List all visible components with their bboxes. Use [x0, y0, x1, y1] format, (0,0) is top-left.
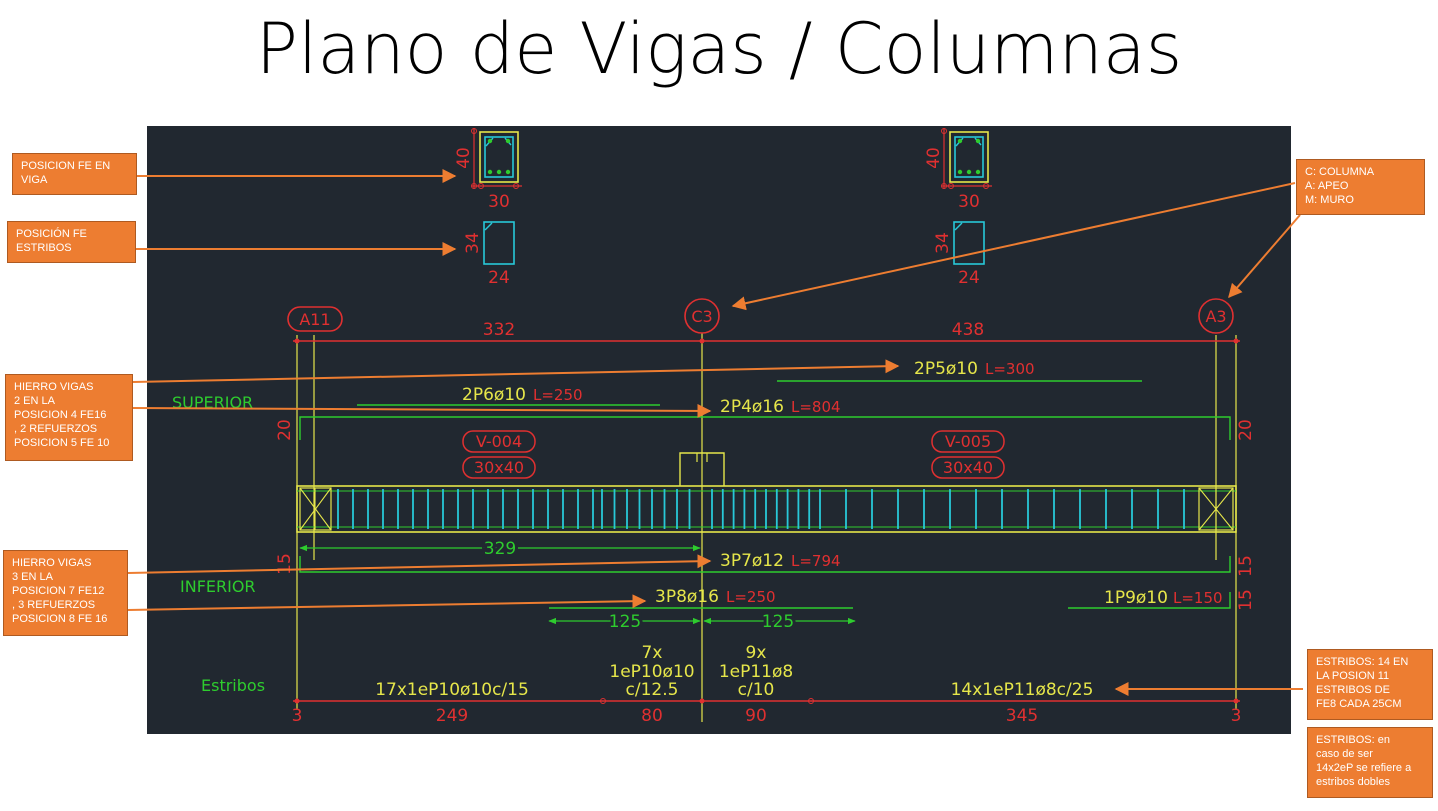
- stirrups-left: 17x1eP10ø10c/15: [375, 680, 529, 700]
- note-posicion-fe-viga: POSICION FE EN VIGA: [12, 153, 137, 195]
- arrow-p8: [127, 594, 647, 611]
- section-right-height: 40: [924, 147, 944, 169]
- dim-329: 329: [484, 539, 516, 559]
- label-superior: SUPERIOR: [172, 393, 253, 412]
- hook-p9: 15: [1236, 589, 1256, 611]
- arrow-p7: [127, 554, 712, 574]
- support-a3-label: A3: [1205, 307, 1226, 326]
- stirrups-center-left-type: 1eP10ø10: [609, 662, 694, 682]
- beam-right-size: 30x40: [943, 458, 993, 477]
- bottom-dim-right-edge: 3: [1231, 706, 1242, 726]
- beam-elevation: [296, 452, 1237, 533]
- support-a11-label: A11: [299, 310, 330, 329]
- note-columna-apeo-muro: C: COLUMNA A: APEO M: MURO: [1296, 159, 1425, 215]
- dim-125-left: 125: [609, 612, 641, 632]
- arrow-p4: [132, 403, 712, 418]
- bar-p8-name: 3P8ø16: [655, 587, 719, 607]
- bar-p6-name: 2P6ø10: [462, 385, 526, 405]
- bar-p9-length: L=150: [1173, 589, 1223, 607]
- bar-p7-length: L=794: [791, 552, 841, 570]
- section-left: 40 30 34 24: [454, 128, 522, 288]
- arrow-apeo: [1228, 214, 1301, 299]
- top-dimension: 332 438: [293, 320, 1240, 344]
- bar-p5-name: 2P5ø10: [914, 359, 978, 379]
- label-estribos: Estribos: [201, 676, 265, 695]
- bar-p5-length: L=300: [985, 360, 1035, 378]
- beam-right-tags: V-005 30x40: [931, 430, 1005, 479]
- bar-p9-name: 1P9ø10: [1104, 588, 1168, 608]
- stirrup-notation: Estribos 17x1eP10ø10c/15 7x 1eP10ø10 c/1…: [201, 643, 1241, 726]
- section-right-width: 30: [958, 192, 980, 212]
- cad-drawing-area: [147, 126, 1291, 734]
- bar-p7-name: 3P7ø12: [720, 551, 784, 571]
- span-left: 332: [483, 320, 515, 340]
- top-reinforcement: 2P5ø10 L=300 2P6ø10 L=250 SUPERIOR 2P4ø1…: [172, 359, 1256, 441]
- note-estribos-14: ESTRIBOS: 14 EN LA POSION 11 ESTRIBOS DE…: [1307, 649, 1433, 720]
- bar-p6-length: L=250: [533, 386, 583, 404]
- beam-left-tags: V-004 30x40: [462, 430, 536, 479]
- stirrups-center-right-count: 9x: [746, 643, 767, 663]
- hook-top-left: 20: [275, 419, 295, 441]
- stirrup-right-width: 24: [958, 268, 980, 288]
- support-a3: A3: [1198, 298, 1234, 334]
- stirrups-center-right-type: 1eP11ø8: [719, 662, 793, 682]
- stirrups-center-right-spacing: c/10: [738, 680, 775, 700]
- stirrups-right: 14x1eP11ø8c/25: [951, 680, 1094, 700]
- beam-right-name: V-005: [945, 432, 991, 451]
- hook-bottom-right: 15: [1236, 555, 1256, 577]
- label-inferior: INFERIOR: [180, 577, 256, 596]
- beam-left-name: V-004: [476, 432, 522, 451]
- arrow-p5: [132, 359, 900, 383]
- stirrup-lines: [337, 489, 1185, 529]
- hook-top-right: 20: [1236, 419, 1256, 441]
- note-estribos-dobles: ESTRIBOS: en caso de ser 14x2eP se refie…: [1307, 727, 1433, 798]
- section-right: 40 30 34 24: [924, 128, 992, 288]
- hook-bottom-left: 15: [275, 553, 295, 575]
- note-posicion-fe-estribos: POSICIÓN FE ESTRIBOS: [7, 221, 136, 263]
- support-a11: A11: [287, 306, 343, 332]
- bar-p4-name: 2P4ø16: [720, 397, 784, 417]
- bottom-dim-90: 90: [745, 706, 767, 726]
- stirrup-right-height: 34: [933, 232, 953, 254]
- span-right: 438: [952, 320, 984, 340]
- bottom-reinforcement: 329 3P7ø12 L=794 15 15 INFERIOR 3P8ø16 L…: [180, 536, 1256, 635]
- beam-left-size: 30x40: [474, 458, 524, 477]
- dim-125-right: 125: [762, 612, 794, 632]
- stirrup-left-width: 24: [488, 268, 510, 288]
- bottom-dim-left-edge: 3: [292, 706, 303, 726]
- section-left-width: 30: [488, 192, 510, 212]
- arrow-columna: [731, 182, 1296, 311]
- stirrups-center-left-count: 7x: [642, 643, 663, 663]
- stirrups-center-left-spacing: c/12.5: [626, 680, 679, 700]
- bottom-dim-249: 249: [436, 706, 468, 726]
- section-left-height: 40: [454, 147, 474, 169]
- bottom-dim-345: 345: [1006, 706, 1038, 726]
- stirrup-left-height: 34: [463, 232, 483, 254]
- bar-p4-length: L=804: [791, 398, 841, 416]
- bottom-dim-80: 80: [641, 706, 663, 726]
- page-title: Plano de Vigas / Columnas: [255, 8, 1183, 90]
- callout-arrows: [127, 169, 1303, 696]
- bar-p8-length: L=250: [726, 588, 776, 606]
- note-hierro-inferior: HIERRO VIGAS 3 EN LA POSICION 7 FE12 , 3…: [3, 550, 128, 636]
- support-c3: C3: [684, 298, 720, 334]
- note-hierro-superior: HIERRO VIGAS 2 EN LA POSICION 4 FE16 , 2…: [5, 374, 133, 461]
- support-c3-label: C3: [691, 307, 712, 326]
